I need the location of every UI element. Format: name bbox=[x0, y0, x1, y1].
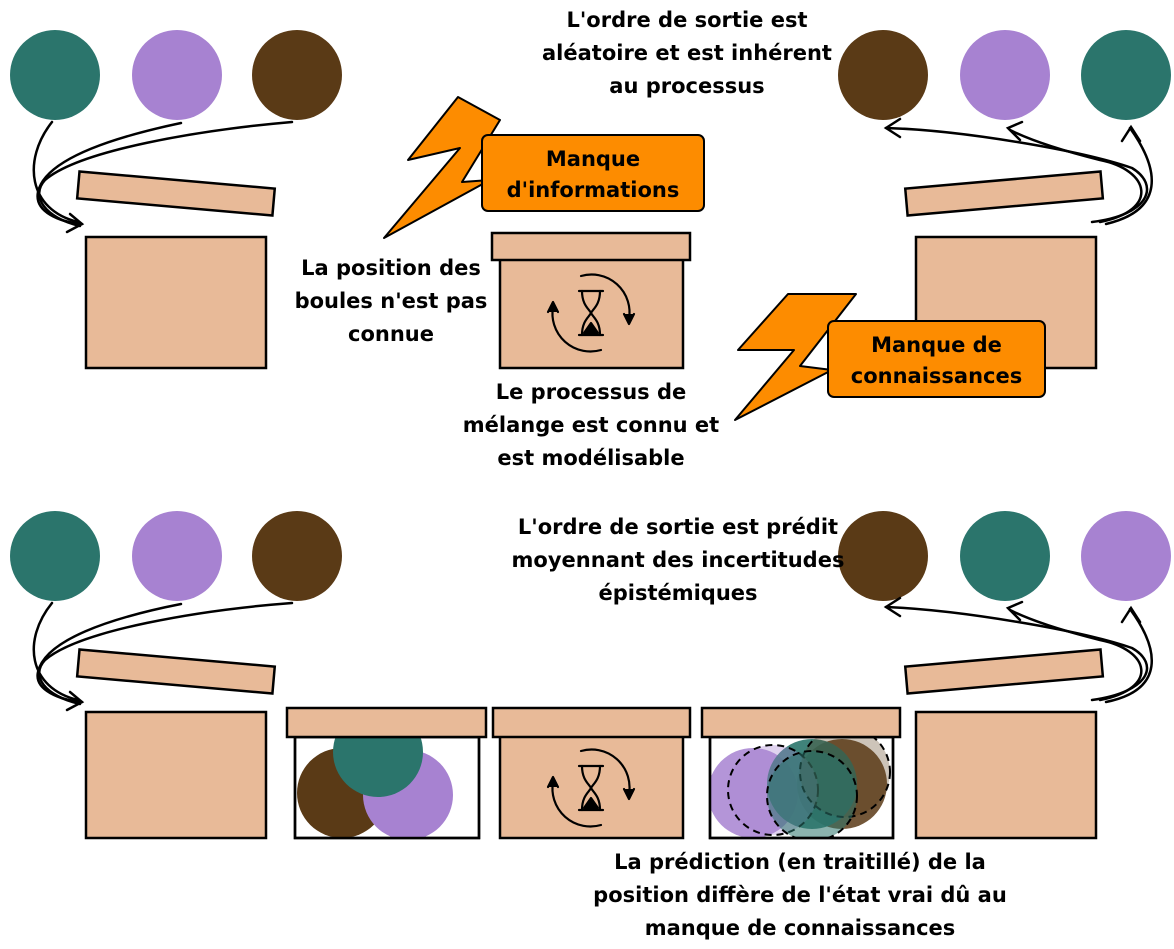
true-state-box bbox=[285, 706, 488, 840]
arrow-head bbox=[65, 690, 85, 712]
hourglass-cycle-icon bbox=[546, 273, 636, 353]
arrow-head bbox=[1120, 124, 1142, 143]
lightning-bolt-icon bbox=[734, 293, 857, 421]
box-lid bbox=[700, 706, 902, 739]
box-lid-open bbox=[75, 170, 277, 217]
box-body bbox=[84, 235, 268, 370]
arrow-head bbox=[883, 117, 902, 139]
box-lid-open bbox=[75, 648, 277, 695]
arrow-head bbox=[65, 212, 85, 234]
bottom-input-balls bbox=[10, 511, 342, 601]
curved-arrow-icon bbox=[38, 120, 294, 228]
teal-ball bbox=[333, 737, 423, 797]
lavender-ball bbox=[960, 30, 1050, 120]
prediction-differs-caption: La prédiction (en traitillé) de la posit… bbox=[593, 850, 1007, 940]
arrow-head bbox=[883, 596, 902, 618]
curved-arrow-icon bbox=[1008, 128, 1143, 224]
box-lid bbox=[490, 231, 692, 262]
top-center-box bbox=[490, 231, 692, 370]
predicted-order-caption: L'ordre de sortie est prédit moyennant d… bbox=[511, 515, 845, 605]
top-left-box bbox=[75, 170, 277, 370]
top-input-arrows bbox=[32, 120, 294, 234]
arrow-head bbox=[1005, 120, 1024, 142]
position-unknown-caption: La position des boules n'est pas connue bbox=[294, 256, 488, 346]
bottom-input-arrows bbox=[32, 601, 294, 712]
teal-ball bbox=[960, 511, 1050, 601]
curved-arrow-icon bbox=[32, 601, 80, 702]
top-input-balls bbox=[10, 30, 342, 120]
box-lid-open bbox=[903, 648, 1105, 695]
curved-arrow-icon bbox=[1104, 126, 1153, 226]
random-order-caption: L'ordre de sortie est aléatoire et est i… bbox=[542, 8, 832, 98]
top-output-arrows bbox=[883, 117, 1153, 226]
curved-arrow-icon bbox=[38, 601, 294, 706]
lack-of-information-tag: Manque d'informations bbox=[481, 134, 705, 212]
curved-arrow-icon bbox=[884, 605, 1149, 702]
bottom-right-box bbox=[903, 648, 1105, 840]
prediction-box bbox=[700, 706, 902, 840]
box-body bbox=[84, 710, 268, 840]
mixing-box bbox=[491, 706, 692, 840]
brown-ball bbox=[838, 511, 928, 601]
brown-ball bbox=[252, 511, 342, 601]
lightning-bolt-icon bbox=[383, 96, 501, 239]
top-output-balls bbox=[838, 30, 1171, 120]
hourglass-cycle-icon bbox=[546, 748, 636, 828]
curved-arrow-icon bbox=[1008, 608, 1143, 702]
curved-arrow-icon bbox=[1104, 607, 1153, 704]
lavender-ball bbox=[1081, 511, 1171, 601]
bottom-left-box bbox=[75, 648, 277, 840]
bottom-output-balls bbox=[838, 511, 1171, 601]
box-body bbox=[914, 710, 1098, 840]
teal-ball bbox=[10, 30, 100, 120]
lavender-ball bbox=[132, 30, 222, 120]
process-known-caption: Le processus de mélange est connu et est… bbox=[462, 380, 720, 470]
arrow-head bbox=[1005, 600, 1024, 622]
lavender-ball bbox=[132, 511, 222, 601]
box-lid bbox=[491, 706, 692, 739]
box-lid-open bbox=[903, 170, 1105, 217]
teal-ball bbox=[10, 511, 100, 601]
bottom-output-arrows bbox=[883, 596, 1153, 704]
predicted-teal-ball bbox=[766, 750, 858, 838]
curved-arrow-icon bbox=[32, 120, 80, 224]
curved-arrow-icon bbox=[884, 126, 1149, 224]
arrow-head bbox=[1120, 605, 1142, 624]
teal-ball bbox=[1081, 30, 1171, 120]
brown-ball bbox=[838, 30, 928, 120]
box-lid bbox=[285, 706, 488, 739]
brown-ball bbox=[252, 30, 342, 120]
lack-of-knowledge-tag: Manque de connaissances bbox=[827, 320, 1046, 398]
